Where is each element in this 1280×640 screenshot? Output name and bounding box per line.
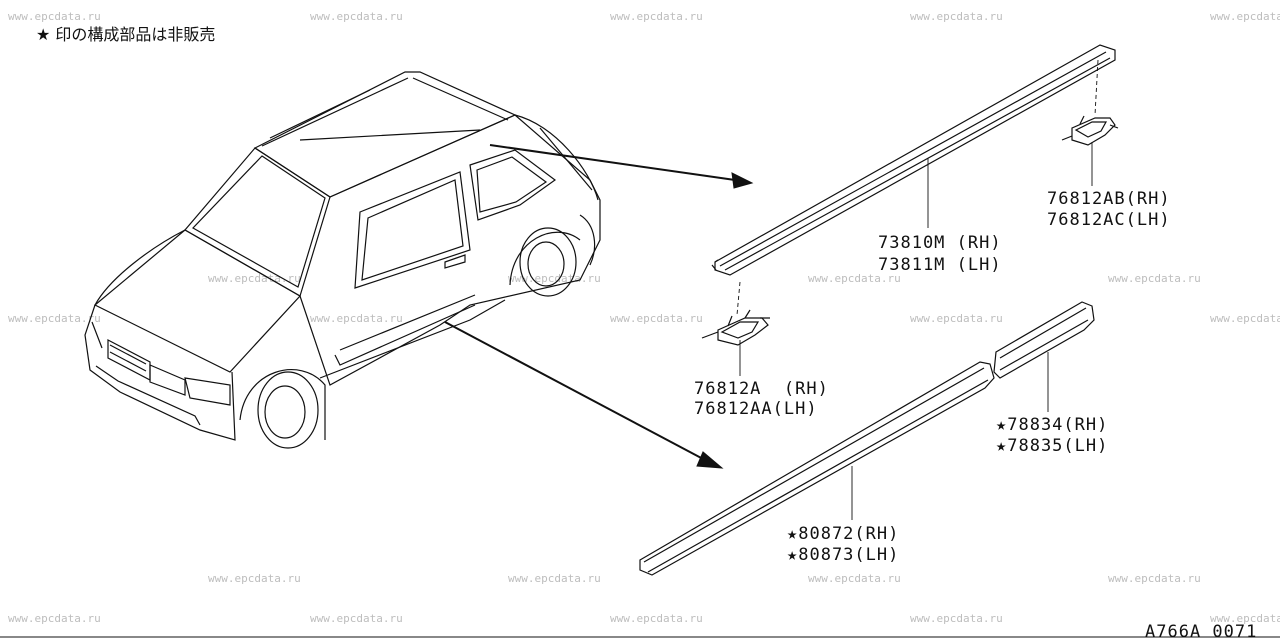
watermark: www.epcdata.ru <box>1108 572 1201 585</box>
part-labels: 73810M (RH) 73811M (LH) 76812AB(RH) 7681… <box>694 189 1171 565</box>
watermark: www.epcdata.ru <box>1210 612 1280 625</box>
part-number-label: 73810M (RH) <box>878 233 1002 253</box>
watermark: www.epcdata.ru <box>208 272 301 285</box>
part-number-label: 76812AC(LH) <box>1047 210 1171 230</box>
watermark: www.epcdata.ru <box>8 10 101 23</box>
watermark: www.epcdata.ru <box>1210 312 1280 325</box>
watermark: www.epcdata.ru <box>610 312 703 325</box>
watermark: www.epcdata.ru <box>1108 272 1201 285</box>
roof-molding-part <box>711 44 1116 276</box>
watermark: www.epcdata.ru <box>910 312 1003 325</box>
watermark: www.epcdata.ru <box>910 10 1003 23</box>
part-number-label: ★80872(RH) <box>787 524 899 544</box>
not-for-sale-note: ★ 印の構成部品は非販売 <box>36 25 215 44</box>
roof-clip-front-part <box>701 281 770 346</box>
car-illustration <box>84 71 601 449</box>
part-number-label: ★78834(RH) <box>996 415 1108 435</box>
part-number-label: 76812AB(RH) <box>1047 189 1171 209</box>
part-number-label: ★78835(LH) <box>996 436 1108 456</box>
leader-lines <box>739 142 1093 520</box>
diagram-code: A766A 0071 <box>1145 622 1257 640</box>
watermark: www.epcdata.ru <box>310 612 403 625</box>
part-number-label: ★80873(LH) <box>787 545 899 565</box>
watermark: www.epcdata.ru <box>910 612 1003 625</box>
watermark: www.epcdata.ru <box>8 312 101 325</box>
part-number-label: 76812AA(LH) <box>694 399 818 419</box>
part-number-label: 73811M (LH) <box>878 255 1002 275</box>
watermark: www.epcdata.ru <box>610 612 703 625</box>
door-molding-part <box>639 361 995 576</box>
rear-side-molding-part <box>993 301 1095 379</box>
callout-arrows <box>444 144 754 469</box>
watermark: www.epcdata.ru <box>208 572 301 585</box>
watermark: www.epcdata.ru <box>1210 10 1280 23</box>
watermarks: www.epcdata.ru www.epcdata.ru www.epcdat… <box>8 10 1280 625</box>
watermark: www.epcdata.ru <box>8 612 101 625</box>
watermark: www.epcdata.ru <box>610 10 703 23</box>
watermark: www.epcdata.ru <box>310 10 403 23</box>
watermark: www.epcdata.ru <box>808 572 901 585</box>
watermark: www.epcdata.ru <box>310 312 403 325</box>
part-number-label: 76812A (RH) <box>694 379 829 399</box>
roof-clip-rear-part <box>1061 59 1119 146</box>
watermark: www.epcdata.ru <box>808 272 901 285</box>
watermark: www.epcdata.ru <box>508 272 601 285</box>
watermark: www.epcdata.ru <box>508 572 601 585</box>
